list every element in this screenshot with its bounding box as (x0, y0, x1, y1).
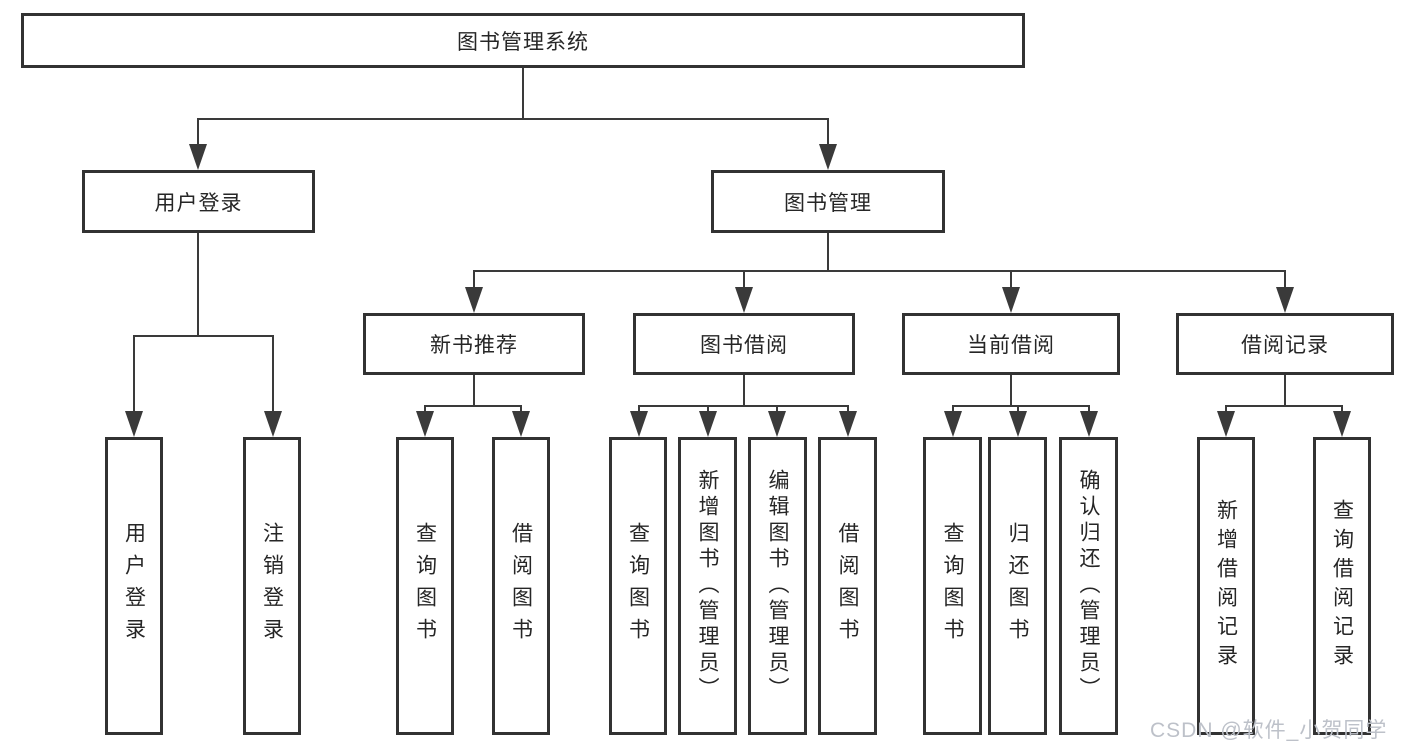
leaf-query-borrow-record: 查询借阅记录 (1313, 437, 1371, 735)
connector-line (638, 405, 640, 413)
node-root-library-system: 图书管理系统 (21, 13, 1025, 68)
connector-line (743, 375, 745, 405)
arrow-down-icon (1217, 411, 1235, 437)
leaf-borrow-books: 借阅图书 (818, 437, 877, 735)
connector-line (827, 118, 829, 146)
leaf-query-books-recommend-label: 查询图书 (413, 522, 437, 650)
connector-line (133, 335, 135, 411)
leaf-borrow-books-label: 借阅图书 (836, 522, 859, 650)
node-current-borrow: 当前借阅 (902, 313, 1120, 375)
node-borrow-records: 借阅记录 (1176, 313, 1394, 375)
node-root-label: 图书管理系统 (457, 30, 589, 54)
node-current-borrow-label: 当前借阅 (967, 334, 1055, 357)
connector-line (743, 270, 745, 289)
leaf-add-borrow-record: 新增借阅记录 (1197, 437, 1255, 735)
arrow-down-icon (1276, 287, 1294, 313)
connector-line (827, 233, 829, 272)
connector-line (847, 405, 849, 413)
arrow-down-icon (264, 411, 282, 437)
connector-line (197, 118, 829, 120)
leaf-user-login: 用户登录 (105, 437, 163, 735)
leaf-user-login-label: 用户登录 (122, 522, 146, 650)
arrow-down-icon (839, 411, 857, 437)
connector-line (197, 118, 199, 146)
node-borrow-records-label: 借阅记录 (1241, 334, 1329, 357)
arrow-down-icon (465, 287, 483, 313)
leaf-add-books-admin-label: 新增图书（管理员） (696, 469, 719, 703)
leaf-logout-label: 注销登录 (260, 522, 284, 650)
connector-line (133, 335, 274, 337)
arrow-down-icon (1080, 411, 1098, 437)
leaf-edit-books-admin: 编辑图书（管理员） (748, 437, 807, 735)
leaf-borrow-books-recommend: 借阅图书 (492, 437, 550, 735)
connector-line (1341, 405, 1343, 413)
node-book-management: 图书管理 (711, 170, 945, 233)
leaf-logout: 注销登录 (243, 437, 301, 735)
arrow-down-icon (512, 411, 530, 437)
leaf-add-books-admin: 新增图书（管理员） (678, 437, 737, 735)
node-user-login-label: 用户登录 (154, 191, 243, 215)
leaf-query-books-recommend: 查询图书 (396, 437, 454, 735)
leaf-query-books-borrow: 查询图书 (609, 437, 667, 735)
connector-line (424, 405, 426, 413)
connector-line (473, 270, 1286, 272)
connector-line (952, 405, 954, 413)
arrow-down-icon (1002, 287, 1020, 313)
arrow-down-icon (630, 411, 648, 437)
connector-line (1010, 375, 1012, 405)
connector-line (638, 405, 849, 407)
leaf-query-books-current-label: 查询图书 (941, 522, 964, 650)
leaf-return-books: 归还图书 (988, 437, 1047, 735)
arrow-down-icon (189, 144, 207, 170)
connector-line (1284, 270, 1286, 289)
connector-line (1017, 405, 1019, 413)
csdn-watermark: CSDN @软件_小贺同学 (1150, 719, 1388, 742)
connector-line (520, 405, 522, 413)
connector-line (1088, 405, 1090, 413)
connector-line (424, 405, 522, 407)
leaf-query-books-borrow-label: 查询图书 (626, 522, 650, 650)
node-new-book-recommend-label: 新书推荐 (430, 334, 518, 357)
connector-line (473, 270, 475, 289)
leaf-borrow-books-recommend-label: 借阅图书 (509, 522, 533, 650)
connector-line (272, 335, 274, 411)
connector-line (473, 375, 475, 405)
leaf-confirm-return-admin-label: 确认归还（管理员） (1077, 469, 1100, 703)
leaf-return-books-label: 归还图书 (1006, 522, 1029, 650)
connector-line (1010, 270, 1012, 289)
arrow-down-icon (1333, 411, 1351, 437)
arrow-down-icon (416, 411, 434, 437)
connector-line (776, 405, 778, 413)
connector-line (952, 405, 1090, 407)
connector-line (522, 68, 524, 118)
leaf-query-borrow-record-label: 查询借阅记录 (1330, 499, 1354, 673)
arrow-down-icon (1009, 411, 1027, 437)
leaf-edit-books-admin-label: 编辑图书（管理员） (766, 469, 789, 703)
arrow-down-icon (768, 411, 786, 437)
leaf-add-borrow-record-label: 新增借阅记录 (1214, 499, 1238, 673)
leaf-confirm-return-admin: 确认归还（管理员） (1059, 437, 1118, 735)
node-book-management-label: 图书管理 (784, 191, 872, 215)
connector-line (1225, 405, 1227, 413)
node-user-login: 用户登录 (82, 170, 315, 233)
arrow-down-icon (699, 411, 717, 437)
connector-line (1225, 405, 1343, 407)
node-book-borrow: 图书借阅 (633, 313, 855, 375)
leaf-query-books-current: 查询图书 (923, 437, 982, 735)
arrow-down-icon (735, 287, 753, 313)
arrow-down-icon (819, 144, 837, 170)
arrow-down-icon (125, 411, 143, 437)
arrow-down-icon (944, 411, 962, 437)
node-book-borrow-label: 图书借阅 (700, 334, 788, 357)
node-new-book-recommend: 新书推荐 (363, 313, 585, 375)
connector-line (707, 405, 709, 413)
connector-line (1284, 375, 1286, 405)
connector-line (197, 233, 199, 335)
